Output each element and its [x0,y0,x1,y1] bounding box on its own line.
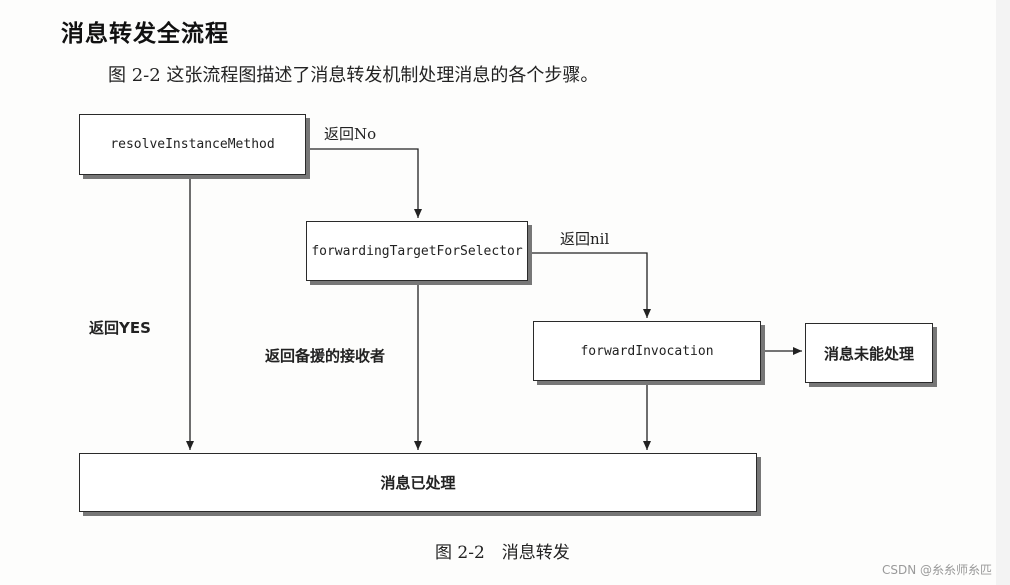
forward-invocation-box: forwardInvocation [533,321,761,381]
page-edge [996,0,1010,585]
edge-label-return-backup: 返回备援的接收者 [265,347,386,365]
arrow-forwarding-target-to-invocation [528,252,651,318]
figure-caption: 图 2-2 消息转发 [435,543,570,563]
edge-label-return-nil: 返回nil [560,230,610,248]
arrow-resolve-to-forwarding-target [306,148,422,218]
forward-invocation-label: forwardInvocation [580,343,714,359]
message-handled-label: 消息已处理 [380,474,456,492]
message-unhandled-label: 消息未能处理 [823,344,914,363]
message-handled-box: 消息已处理 [79,453,757,512]
forwarding-target-box: forwardingTargetForSelector [306,221,528,281]
message-unhandled-box: 消息未能处理 [805,323,933,383]
edge-label-return-yes: 返回YES [89,319,151,337]
resolve-instance-method-label: resolveInstanceMethod [110,137,275,152]
edge-label-return-no: 返回No [324,125,377,143]
intro-paragraph: 图 2-2 这张流程图描述了消息转发机制处理消息的各个步骤。 [108,65,599,86]
section-heading: 消息转发全流程 [61,21,229,47]
forwarding-target-label: forwardingTargetForSelector [311,243,523,259]
resolve-instance-method-box: resolveInstanceMethod [79,114,306,175]
csdn-watermark: CSDN @糸糸师糸匹 [881,563,992,577]
